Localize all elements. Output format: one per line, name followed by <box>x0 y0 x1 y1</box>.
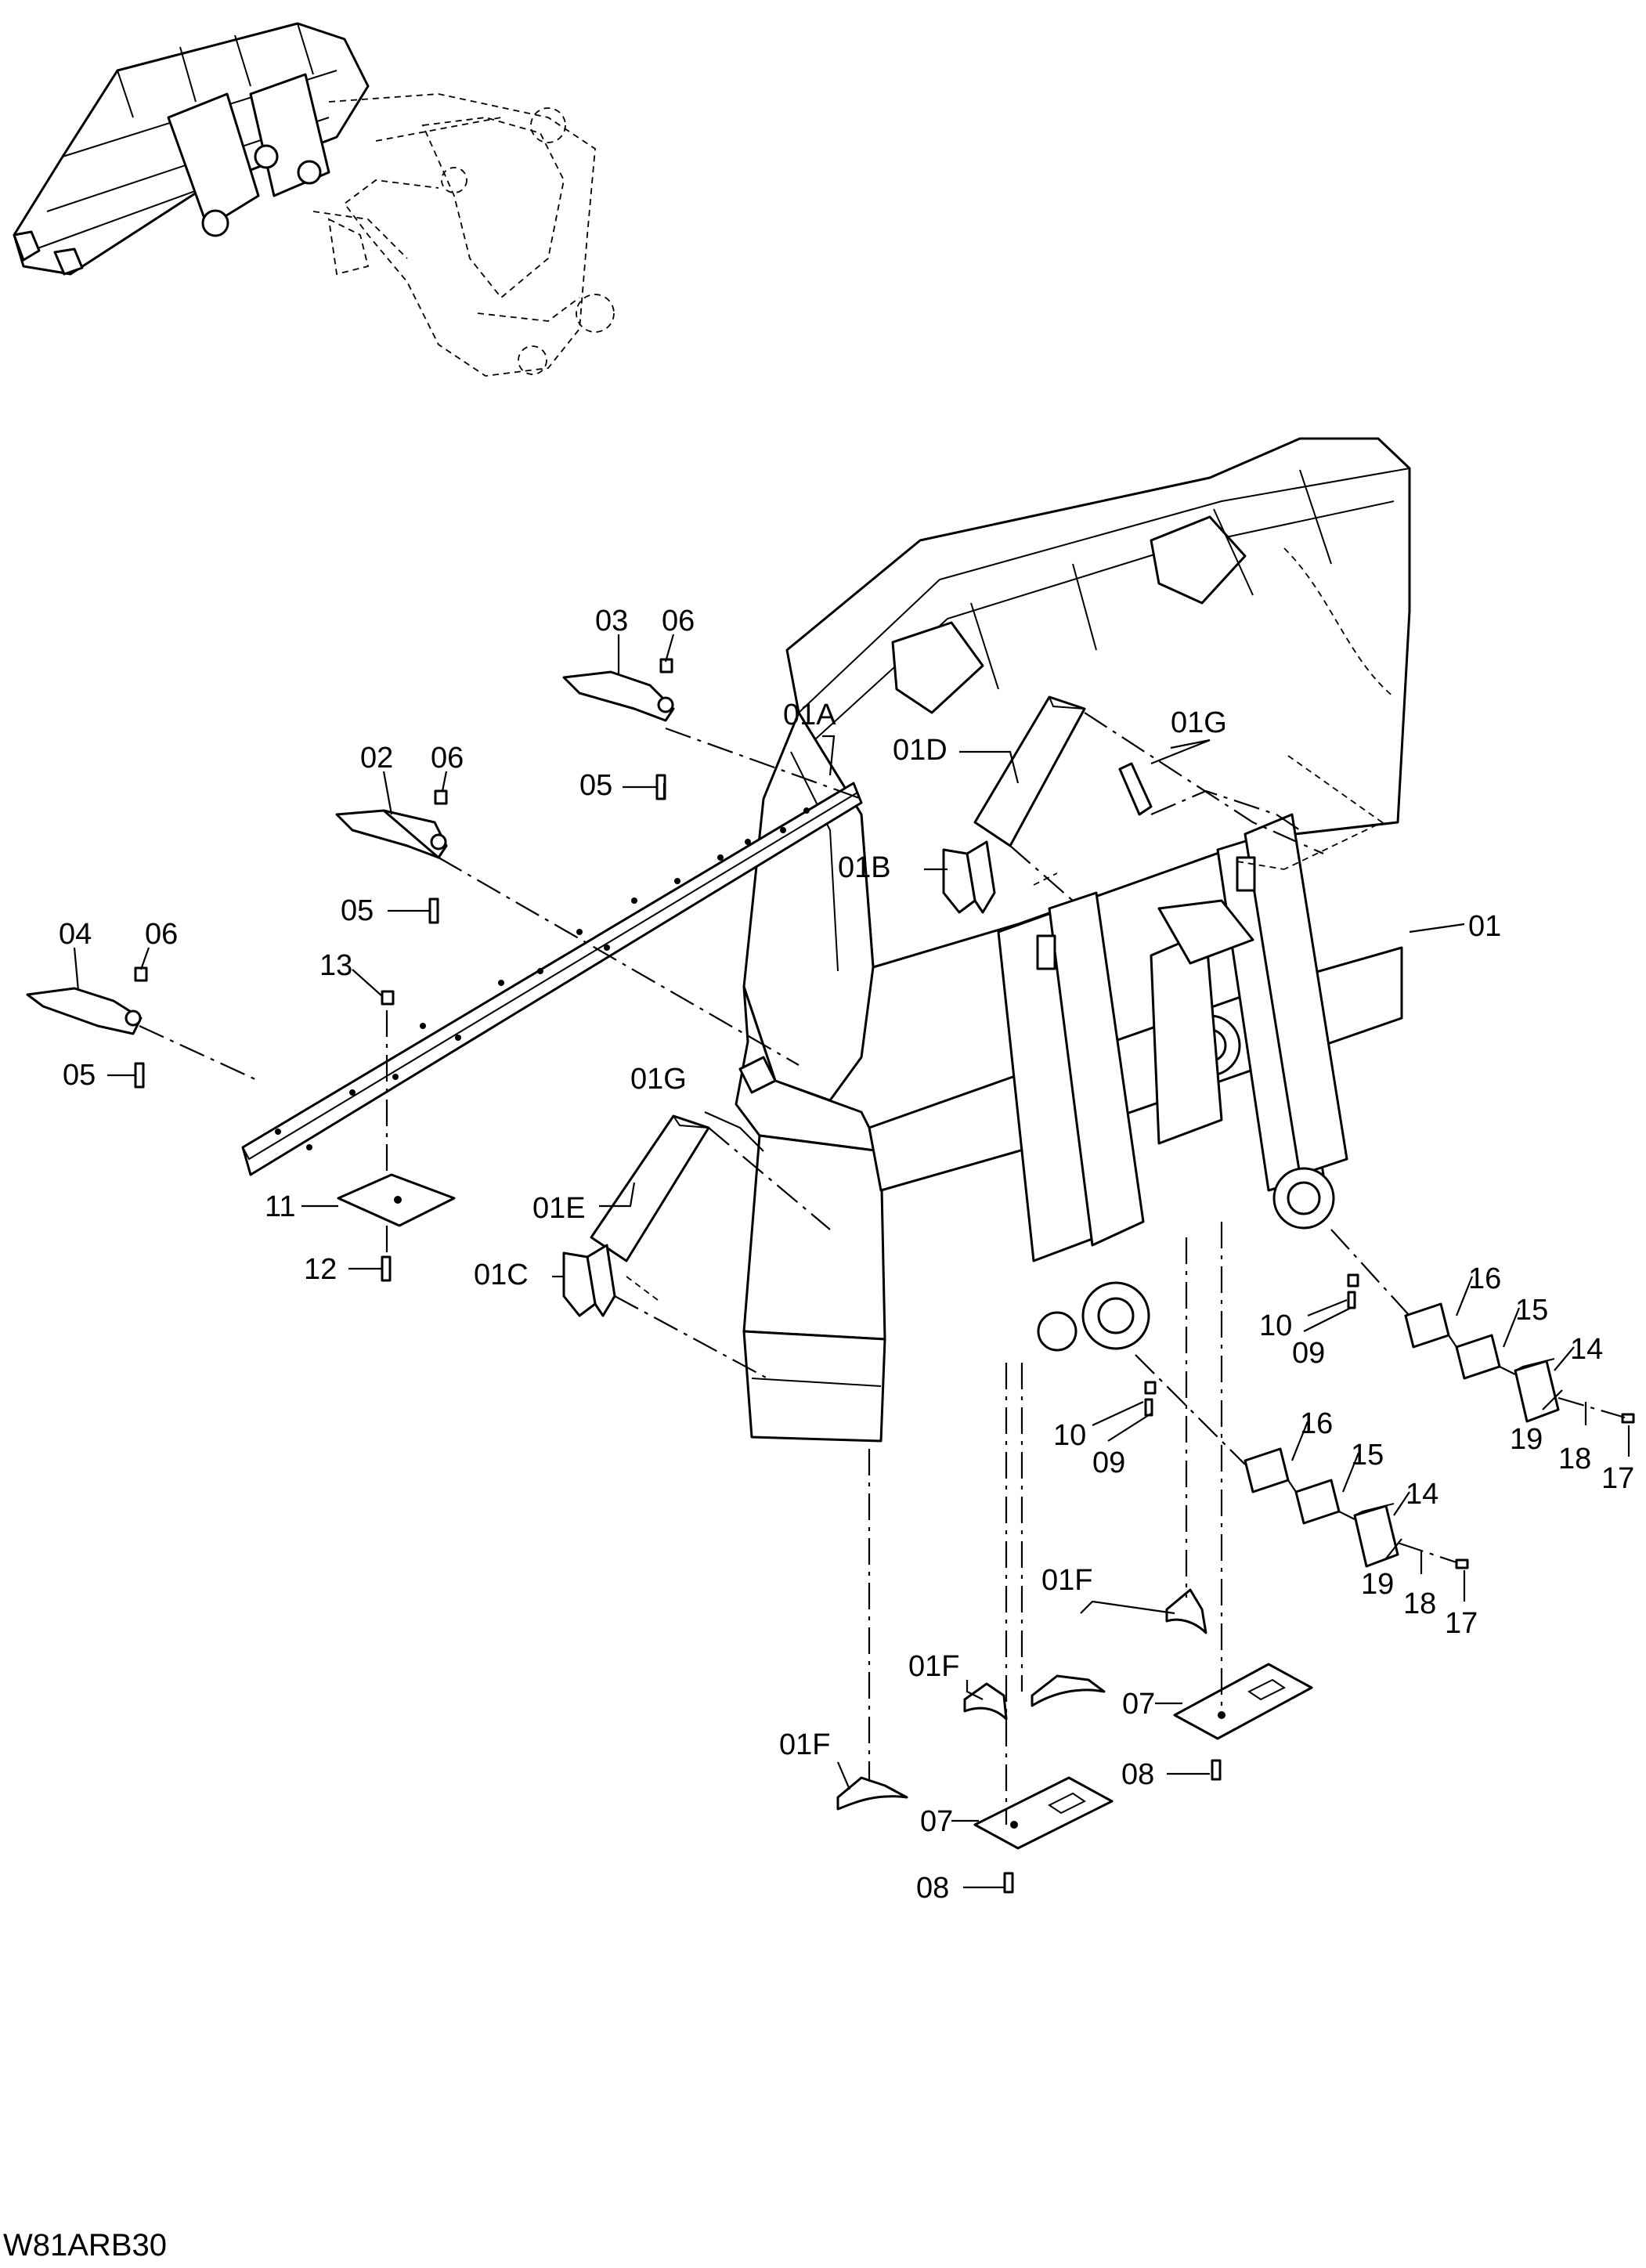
label-01E: 01E <box>532 1192 586 1225</box>
plate-16-left <box>1244 1447 1290 1493</box>
label-17-right: 17 <box>1601 1462 1634 1495</box>
bucket-body <box>735 437 1411 1443</box>
label-15-left: 15 <box>1351 1439 1384 1472</box>
label-06-mid: 06 <box>431 742 464 775</box>
label-01F-left: 01F <box>779 1728 830 1761</box>
plate-07-right <box>1173 1663 1313 1740</box>
phantom-lines <box>139 712 1626 1825</box>
label-03: 03 <box>595 605 628 637</box>
plate-07-left <box>973 1776 1114 1850</box>
label-09-right: 09 <box>1292 1337 1325 1370</box>
leader-lines <box>73 634 1630 1889</box>
label-01A: 01A <box>783 699 836 731</box>
label-07-left: 07 <box>920 1805 953 1838</box>
label-18-right: 18 <box>1558 1443 1591 1475</box>
label-07-right: 07 <box>1122 1688 1155 1721</box>
label-01C: 01C <box>474 1259 529 1291</box>
wedge-set-left <box>1244 1447 1399 1568</box>
label-08-right: 08 <box>1121 1758 1154 1791</box>
plate-16-right <box>1404 1302 1450 1349</box>
overview-inset <box>13 22 615 377</box>
label-14-left: 14 <box>1406 1478 1438 1511</box>
label-13: 13 <box>319 949 352 982</box>
tooth-03 <box>562 670 675 722</box>
label-06-left: 06 <box>145 918 178 951</box>
label-01D: 01D <box>893 734 948 767</box>
plate-15-left <box>1294 1479 1341 1525</box>
label-11: 11 <box>265 1190 295 1223</box>
label-14-right: 14 <box>1570 1333 1603 1366</box>
diagram-code: W81ARB30 <box>3 2228 167 2263</box>
label-01G-left: 01G <box>630 1063 687 1096</box>
block-01C <box>562 1244 616 1317</box>
block-14-right <box>1514 1360 1560 1423</box>
label-02: 02 <box>360 742 393 775</box>
label-12: 12 <box>304 1253 337 1286</box>
cutting-edge-holes <box>275 807 810 1150</box>
tooth-02 <box>335 809 448 859</box>
label-16-left: 16 <box>1300 1407 1333 1440</box>
label-06-top: 06 <box>662 605 695 637</box>
label-08-left: 08 <box>916 1872 949 1905</box>
label-04: 04 <box>59 918 92 951</box>
label-01F-right: 01F <box>1041 1564 1092 1597</box>
wear-plate-01E <box>590 1114 710 1262</box>
label-19-right: 19 <box>1510 1423 1543 1456</box>
block-14-left <box>1353 1504 1399 1568</box>
cutting-edge-01A <box>241 782 863 1176</box>
part-labels: 03 06 01A 05 02 06 05 04 06 13 05 11 12 … <box>59 605 1634 1905</box>
label-19-left: 19 <box>1361 1568 1394 1601</box>
label-09-left: 09 <box>1092 1446 1125 1479</box>
label-17-left: 17 <box>1445 1607 1478 1640</box>
shims-01F <box>836 1588 1207 1811</box>
label-16-right: 16 <box>1468 1262 1501 1295</box>
block-01B <box>942 840 996 914</box>
label-05-left: 05 <box>63 1059 96 1092</box>
label-10-right: 10 <box>1259 1309 1292 1342</box>
plate-15-right <box>1455 1334 1501 1380</box>
wear-plate-01D <box>973 695 1086 847</box>
label-01F-mid: 01F <box>908 1650 959 1683</box>
label-01B: 01B <box>838 851 891 884</box>
label-18-left: 18 <box>1403 1587 1436 1620</box>
label-10-left: 10 <box>1053 1419 1086 1452</box>
label-15-right: 15 <box>1515 1294 1548 1327</box>
wedge-set-right <box>1404 1302 1560 1423</box>
label-05-mid: 05 <box>341 894 374 927</box>
label-01: 01 <box>1468 910 1501 943</box>
label-01G-top: 01G <box>1171 706 1227 739</box>
label-05-top: 05 <box>579 769 612 802</box>
tooth-04 <box>26 987 143 1035</box>
plate-01G-top <box>1118 762 1153 816</box>
plate-01G-left <box>738 1056 777 1094</box>
